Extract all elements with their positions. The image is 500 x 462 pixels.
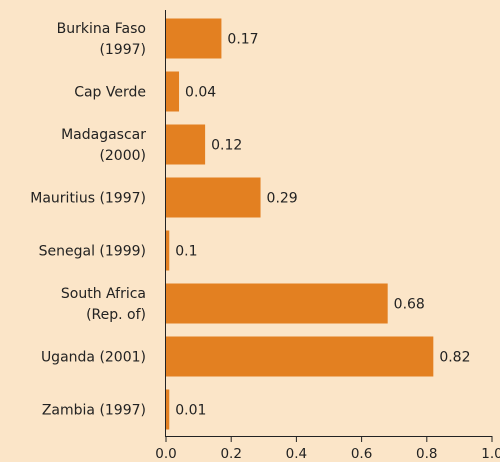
x-tick-label: 0.0 — [155, 446, 176, 462]
category-label: Uganda (2001) — [41, 350, 146, 366]
category-label: Madagascar — [61, 127, 146, 143]
x-tick-label: 0.6 — [351, 446, 372, 462]
bar — [166, 177, 261, 218]
data-label: 0.01 — [175, 403, 206, 419]
category-label: (1997) — [99, 42, 146, 58]
category-label: Mauritius (1997) — [30, 191, 146, 207]
category-label: (2000) — [99, 148, 146, 164]
data-label: 0.82 — [439, 350, 470, 366]
category-label: Senegal (1999) — [39, 244, 146, 260]
category-label: (Rep. of) — [86, 307, 146, 323]
bar — [166, 71, 180, 112]
x-axis-ticks: 0.0 0.2 0.4 0.6 0.8 1.0 — [155, 436, 500, 462]
category-label: Cap Verde — [74, 85, 146, 101]
data-label: 0.12 — [211, 138, 242, 154]
bar — [166, 18, 222, 59]
data-label: 0.17 — [227, 32, 258, 48]
x-tick-label: 0.8 — [416, 446, 437, 462]
data-label: 0.1 — [175, 244, 197, 260]
category-label: Burkina Faso — [57, 21, 146, 37]
category-label: Zambia (1997) — [42, 403, 146, 419]
data-label: 0.04 — [185, 85, 216, 101]
x-tick-label: 0.4 — [286, 446, 307, 462]
bar — [166, 389, 170, 430]
bars-group — [166, 18, 434, 430]
bar — [166, 230, 170, 271]
category-label: South Africa — [61, 286, 146, 302]
bar — [166, 124, 206, 165]
x-tick-label: 1.0 — [481, 446, 500, 462]
x-tick-label: 0.2 — [220, 446, 241, 462]
bar — [166, 336, 434, 377]
data-label: 0.68 — [394, 297, 425, 313]
bar — [166, 283, 388, 324]
data-label: 0.29 — [267, 191, 298, 207]
